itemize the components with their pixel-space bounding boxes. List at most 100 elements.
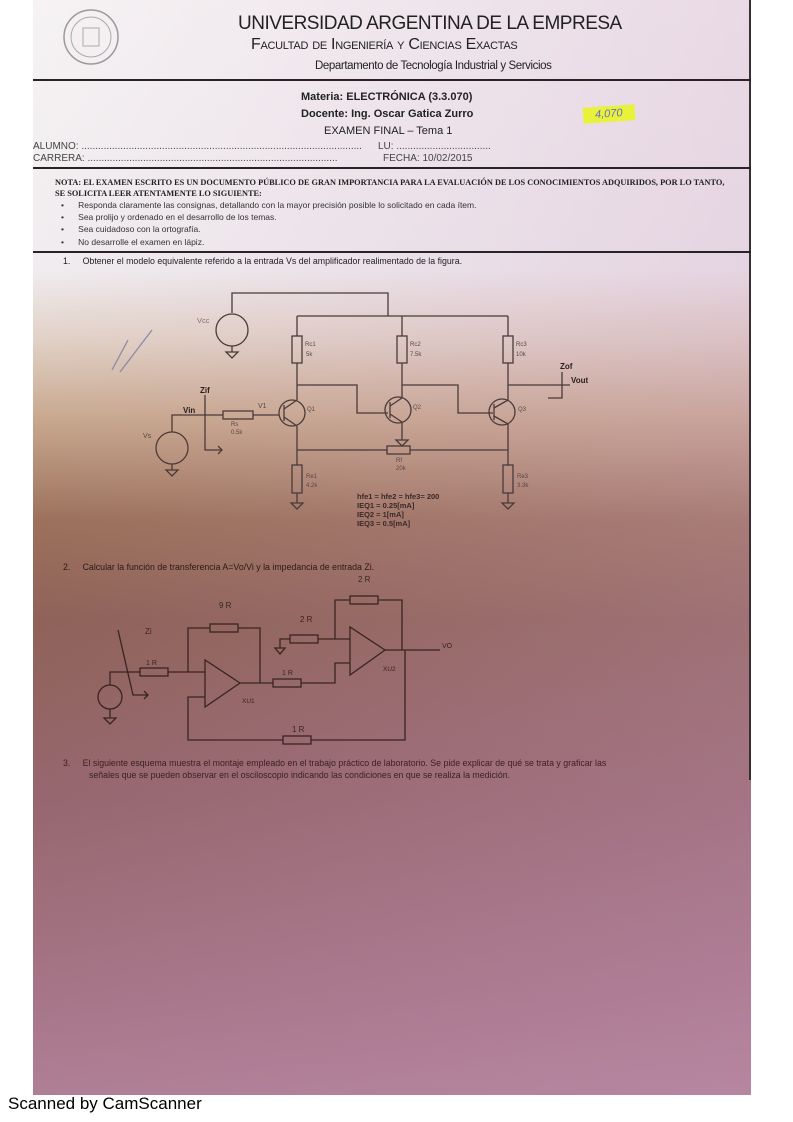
- divider: [33, 167, 751, 169]
- resistor-rs: [222, 410, 254, 420]
- handwritten-check-icon: [111, 329, 153, 373]
- label-rf-value: 20k: [396, 466, 407, 472]
- divider: [33, 251, 751, 253]
- question-text: Calcular la función de transferencia A=V…: [82, 562, 375, 572]
- label-r-fb1: 9 R: [219, 601, 232, 610]
- label-rc3: Rc3: [516, 342, 527, 348]
- label-zof: Zof: [560, 362, 573, 371]
- resistor-r-mid: [272, 678, 302, 688]
- resistor-r-gnd: [289, 634, 319, 644]
- param-hfe: hfe1 = hfe2 = hfe3= 200: [357, 492, 439, 501]
- resistor-r-in: [139, 667, 169, 677]
- question-3: 3. El siguiente esquema muestra el monta…: [63, 758, 606, 768]
- resistor-r-bottom: [282, 735, 312, 745]
- vcc-source-icon: [215, 313, 249, 347]
- bullet-text: No desarrolle el examen en lápiz.: [78, 237, 205, 247]
- zi-arrow: [117, 629, 149, 700]
- ground-icon: [224, 346, 240, 359]
- question-number: 3.: [63, 758, 71, 768]
- alumno-field: ALUMNO: ................................…: [33, 141, 362, 152]
- label-rc3-value: 10k: [516, 352, 527, 358]
- resistor-r-fb2: [349, 595, 379, 605]
- right-border: [749, 0, 751, 780]
- fecha: FECHA: 10/02/2015: [383, 153, 473, 164]
- bullet-1: • Responda claramente las consignas, det…: [61, 200, 477, 210]
- transistor-q3-icon: [488, 398, 516, 426]
- question-3-line2: señales que se pueden observar en el osc…: [89, 770, 511, 780]
- label-zif: Zif: [200, 386, 210, 395]
- department-name: Departamento de Tecnología Industrial y …: [315, 60, 552, 72]
- faculty-name: Facultad de Ingeniería y Ciencias Exacta…: [251, 36, 518, 53]
- exam-type: EXAMEN FINAL – Tema 1: [324, 125, 453, 137]
- label-re1: Re1: [306, 474, 318, 480]
- camscanner-footer: Scanned by CamScanner: [8, 1094, 202, 1113]
- label-vcc: Vcc: [197, 316, 210, 325]
- label-rs-value: 0.5k: [231, 430, 243, 436]
- question-number: 1.: [63, 256, 71, 266]
- nota-line2: SE SOLICITA LEER ATENTAMENTE LO SIGUIENT…: [55, 189, 262, 198]
- label-vin: Vin: [183, 406, 195, 415]
- vs-source-icon: [155, 431, 189, 465]
- vi-source-icon: [97, 684, 123, 710]
- resistor-re3: [502, 464, 514, 494]
- question-text: El siguiente esquema muestra el montaje …: [82, 758, 607, 768]
- university-seal-icon: [63, 9, 119, 65]
- label-re1-value: 4.2k: [306, 483, 318, 489]
- resistor-rc3: [502, 335, 514, 364]
- label-r-in: 1 R: [146, 660, 157, 667]
- param-ieq3: IEQ3 = 0.5[mA]: [357, 519, 411, 528]
- question-number: 2.: [63, 562, 71, 572]
- label-r-fb2: 2 R: [358, 575, 371, 584]
- label-vout: Vout: [571, 376, 589, 385]
- question-2: 2. Calcular la función de transferencia …: [63, 562, 374, 572]
- label-r-gnd: 2 R: [300, 615, 313, 624]
- label-rc1: Rc1: [305, 342, 316, 348]
- label-q1: Q1: [307, 407, 316, 413]
- label-rc2: Rc2: [410, 342, 421, 348]
- bullet-text: Sea prolijo y ordenado en el desarrollo …: [78, 212, 277, 222]
- resistor-rc2: [396, 335, 408, 364]
- materia: Materia: ELECTRÓNICA (3.3.070): [301, 91, 473, 103]
- resistor-rc1: [291, 335, 303, 364]
- label-rc2-value: 7.5k: [410, 352, 422, 358]
- transistor-q2-icon: [384, 396, 412, 424]
- opamp-xu2-icon: [349, 625, 387, 677]
- label-re3-value: 3.3k: [517, 483, 529, 489]
- bullet-3: • Sea cuidadoso con la ortografía.: [61, 224, 201, 234]
- label-vo: VO: [442, 643, 453, 650]
- exam-sheet: UNIVERSIDAD ARGENTINA DE LA EMPRESA Facu…: [33, 0, 751, 1095]
- carrera-field: CARRERA: ...............................…: [33, 153, 338, 164]
- label-rc1-value: 5k: [306, 352, 313, 358]
- label-q2: Q2: [413, 405, 422, 411]
- circuit-2-diagram: [97, 595, 440, 745]
- label-xu1: XU1: [242, 698, 255, 705]
- bullet-text: Sea cuidadoso con la ortografía.: [78, 224, 201, 234]
- label-rs: Rs: [231, 422, 238, 428]
- label-v1: V1: [258, 403, 267, 410]
- lu-field: LU: ..................................: [378, 141, 491, 152]
- resistor-rf: [386, 445, 411, 455]
- label-r-mid: 1 R: [282, 670, 293, 677]
- label-rf: Rf: [396, 458, 402, 464]
- docente: Docente: Ing. Oscar Gatica Zurro: [301, 108, 474, 120]
- label-xu2: XU2: [383, 666, 396, 673]
- bullet-4: • No desarrolle el examen en lápiz.: [61, 237, 205, 247]
- nota-line1: NOTA: EL EXAMEN ESCRITO ES UN DOCUMENTO …: [55, 178, 725, 187]
- label-re3: Re3: [517, 474, 529, 480]
- opamp-xu1-icon: [204, 658, 242, 709]
- resistor-re1: [291, 464, 303, 494]
- bullet-text: Responda claramente las consignas, detal…: [78, 200, 477, 210]
- question-1: 1. Obtener el modelo equivalente referid…: [63, 256, 462, 266]
- param-ieq2: IEQ2 = 1[mA]: [357, 510, 404, 519]
- resistor-r-fb1: [209, 623, 239, 633]
- bullet-2: • Sea prolijo y ordenado en el desarroll…: [61, 212, 277, 222]
- transistor-q1-icon: [278, 399, 306, 427]
- param-ieq1: IEQ1 = 0.25[mA]: [357, 501, 415, 510]
- label-vs: Vs: [143, 433, 152, 440]
- university-name: UNIVERSIDAD ARGENTINA DE LA EMPRESA: [238, 13, 622, 34]
- divider: [33, 79, 751, 81]
- question-text: Obtener el modelo equivalente referido a…: [82, 256, 463, 266]
- label-r-bottom: 1 R: [292, 725, 305, 734]
- label-q3: Q3: [518, 407, 527, 413]
